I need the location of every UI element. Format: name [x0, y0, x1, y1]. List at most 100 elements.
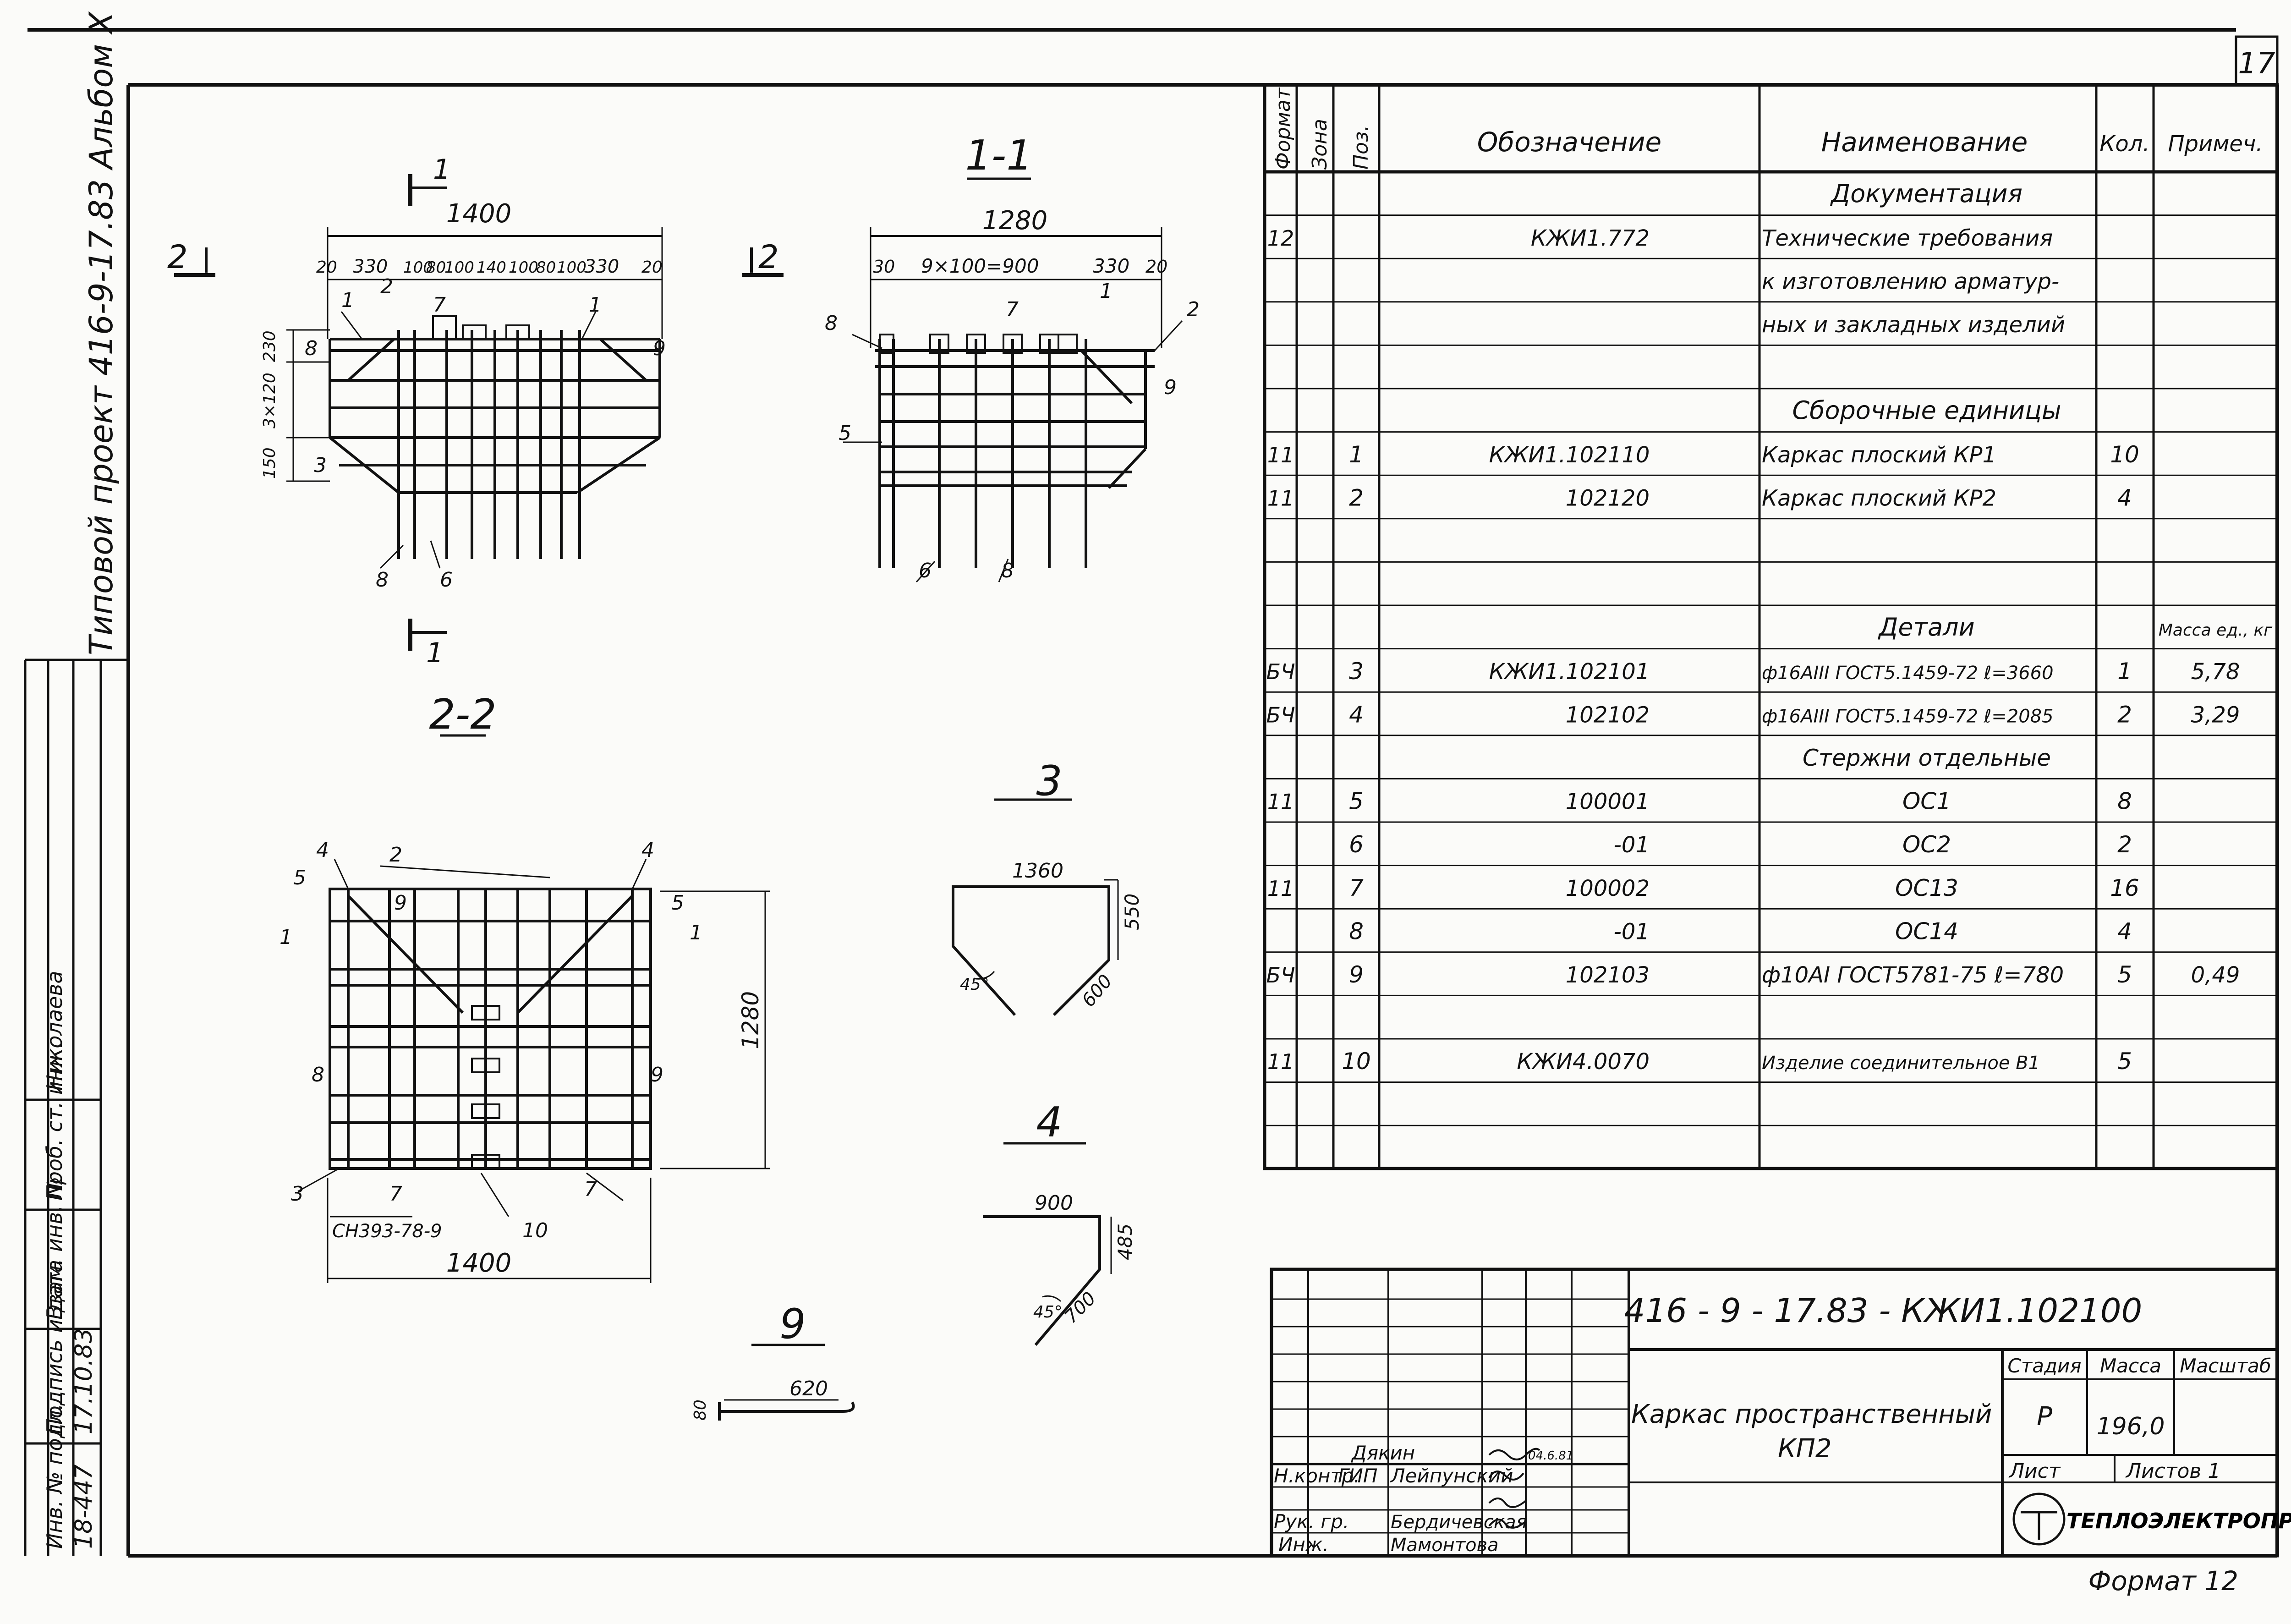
section-1-1-callout-7: 7 — [1006, 298, 1019, 321]
section-1-1-view — [843, 177, 1183, 582]
plan-callout-8b: 8 — [376, 568, 389, 592]
spec-cell-qty: 5 — [2117, 1048, 2132, 1075]
spec-cell-name: Сборочные единицы — [1792, 396, 2061, 425]
stamp-label-replace: Взам. инв. № — [42, 1177, 67, 1320]
section-2-2-callout-7b: 7 — [584, 1178, 597, 1201]
plan-dim-left-2: 150 — [260, 447, 279, 479]
section-2-2-callout-9a: 9 — [394, 891, 407, 915]
title-block-name-2: КП2 — [1778, 1434, 1832, 1464]
title-block-sheet-label: Лист — [2008, 1459, 2061, 1483]
section-2-2-callout-4b: 4 — [641, 839, 654, 862]
spec-cell-name: к изготовлению арматур- — [1762, 269, 2059, 294]
section-2-2-callout-1a: 1 — [280, 926, 292, 949]
spec-cell-designation: 102102 — [1566, 702, 1650, 728]
spec-cell-designation: КЖИ1.772 — [1531, 225, 1650, 251]
section-2-2-callout-4a: 4 — [316, 839, 329, 862]
title-block-stage-value: Р — [2037, 1402, 2052, 1432]
spec-cell-format: БЧ — [1266, 702, 1295, 727]
spec-cell-pos: 8 — [1349, 918, 1364, 944]
side-stamp — [24, 658, 128, 1556]
staff-role-3: Инж. — [1278, 1533, 1329, 1556]
spec-cell-designation: -01 — [1614, 832, 1650, 858]
plan-dim-2: 100 — [403, 258, 433, 277]
spec-cell-note: 3,29 — [2191, 702, 2240, 728]
spec-cell-name: ф16АIII ГОСТ5.1459-72 ℓ=3660 — [1762, 663, 2054, 684]
detail-4-view — [983, 1142, 1112, 1346]
spec-cell-name: Каркас плоский КР1 — [1762, 442, 1996, 468]
section-1-1-callout-8a: 8 — [825, 312, 838, 335]
detail-9-view — [718, 1344, 855, 1421]
plan-dim-6: 100 — [509, 258, 538, 277]
spec-cell-note: Масса ед., кг — [2159, 621, 2273, 640]
plan-callout-2: 2 — [380, 275, 393, 298]
staff-role-1: ГИП — [1338, 1465, 1377, 1487]
plan-callout-7: 7 — [433, 293, 446, 317]
spec-header-pos: Поз. — [1349, 125, 1373, 170]
plan-dim-5: 140 — [477, 258, 506, 277]
section-1-1-callout-9: 9 — [1164, 376, 1177, 399]
spec-cell-format: 11 — [1267, 876, 1294, 901]
spec-cell-qty: 1 — [2117, 658, 2132, 685]
detail-9-dim-hook: 80 — [691, 1399, 710, 1421]
section-2-2-callout-1b: 1 — [690, 921, 702, 944]
section-2-2-callout-3: 3 — [291, 1182, 304, 1206]
spec-cell-pos: 9 — [1349, 961, 1364, 988]
spec-cell-qty: 4 — [2117, 484, 2132, 511]
spec-cell-note: 5,78 — [2191, 659, 2240, 685]
spec-cell-format: 11 — [1267, 790, 1294, 814]
plan-dim-left-0: 230 — [260, 330, 279, 362]
section-2-2-title: 2-2 — [429, 691, 497, 739]
detail-3-dim-height: 550 — [1121, 894, 1143, 930]
detail-3-dim-angle: 45° — [960, 975, 989, 994]
spec-cell-name: ф16АIII ГОСТ5.1459-72 ℓ=2085 — [1762, 706, 2054, 727]
title-block-scale-label: Масштаб — [2180, 1355, 2271, 1377]
org-logo — [2012, 1492, 2066, 1546]
spec-cell-pos: 3 — [1349, 658, 1364, 685]
staff-name-3: Мамонтова — [1391, 1535, 1499, 1556]
section-2-2-weld-note: СН393-78-9 — [332, 1221, 442, 1242]
section-2-2-callout-2: 2 — [389, 843, 402, 867]
plan-dim-1: 330 — [353, 256, 388, 277]
title-block-sheets-label: Листов 1 — [2125, 1459, 2220, 1483]
plan-marker-left: 2 — [167, 238, 188, 276]
detail-3-title: 3 — [1036, 757, 1062, 805]
spec-cell-name: ф10АI ГОСТ5781-75 ℓ=780 — [1762, 962, 2064, 988]
spec-cell-qty: 16 — [2110, 875, 2139, 901]
section-2-2-callout-9b: 9 — [651, 1063, 663, 1086]
spec-cell-name: ОС13 — [1895, 875, 1958, 901]
plan-marker-right: 2 — [758, 238, 779, 276]
detail-3-view — [952, 798, 1119, 1016]
spec-cell-designation: 100002 — [1566, 876, 1650, 901]
section-2-2-callout-7a: 7 — [389, 1182, 402, 1206]
plan-callout-8a: 8 — [305, 337, 318, 360]
plan-dim-7: 80 — [536, 258, 556, 277]
stamp-value-date: 17.10.83 — [70, 1328, 98, 1434]
plan-marker-bottom: 1 — [426, 637, 444, 669]
section-2-2-dim-right: 1280 — [737, 991, 764, 1049]
plan-dim-4: 100 — [444, 258, 474, 277]
staff-name-0: Дякин — [1351, 1442, 1415, 1464]
org-name: ТЕПЛОЭЛЕКТРОПРОЕКТ — [2066, 1509, 2291, 1533]
signatures — [1488, 1448, 1540, 1529]
staff-name-1: Лейпунский — [1390, 1465, 1513, 1487]
spec-cell-pos: 7 — [1349, 875, 1364, 901]
spec-header-zone: Зона — [1308, 119, 1332, 170]
section-1-1-callout-8b: 8 — [1001, 559, 1014, 582]
section-1-1-dim-2: 330 — [1093, 255, 1129, 277]
title-block-grid — [1270, 1267, 2279, 1558]
spec-cell-designation: 102120 — [1566, 485, 1650, 511]
detail-3-dim-width: 1360 — [1012, 859, 1063, 883]
section-1-1-title: 1-1 — [965, 132, 1033, 180]
spec-cell-pos: 4 — [1349, 701, 1364, 728]
spec-cell-name: Детали — [1878, 613, 1975, 642]
spec-cell-name: Стержни отдельные — [1803, 745, 2051, 771]
staff-name-2: Бердичевская — [1391, 1512, 1527, 1533]
spec-cell-pos: 6 — [1349, 831, 1364, 858]
detail-4-dim-angle: 45° — [1033, 1303, 1063, 1322]
spec-header-qty: Кол. — [2099, 131, 2149, 157]
detail-9-dim-length: 620 — [789, 1377, 828, 1400]
spec-cell-name: Технические требования — [1762, 225, 2053, 251]
section-1-1-dim-3: 20 — [1146, 257, 1167, 277]
